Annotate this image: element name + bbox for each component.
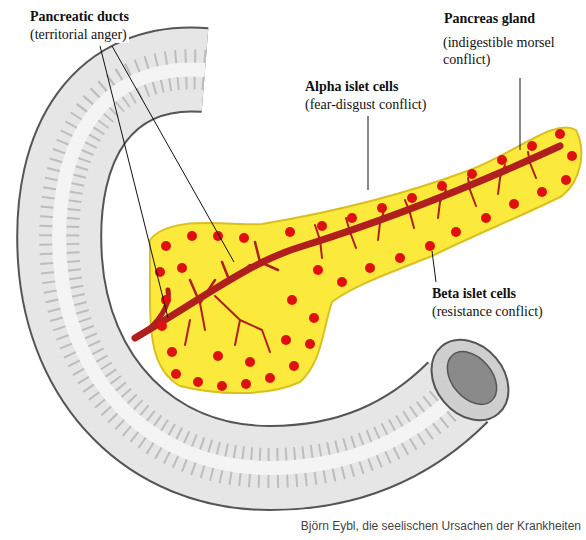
part-note: (resistance conflict) [430, 303, 545, 320]
part-note: (territorial anger) [28, 26, 129, 43]
part-name: Beta islet cells [430, 285, 518, 302]
part-name: Pancreatic ducts [28, 8, 131, 25]
intestine-opening [416, 324, 525, 435]
islet-cells [155, 129, 577, 391]
part-note: (fear-disgust conflict) [303, 96, 428, 113]
part-name: Alpha islet cells [303, 78, 400, 95]
pancreatic-ducts [135, 146, 560, 352]
part-name: Pancreas gland [442, 10, 537, 27]
leader-lines [100, 46, 520, 318]
source-credit: Björn Eybl, die seelischen Ursachen der … [299, 518, 583, 535]
intestine-lumen [437, 342, 506, 414]
part-note: (indigestible morsel conflict) [441, 34, 583, 68]
